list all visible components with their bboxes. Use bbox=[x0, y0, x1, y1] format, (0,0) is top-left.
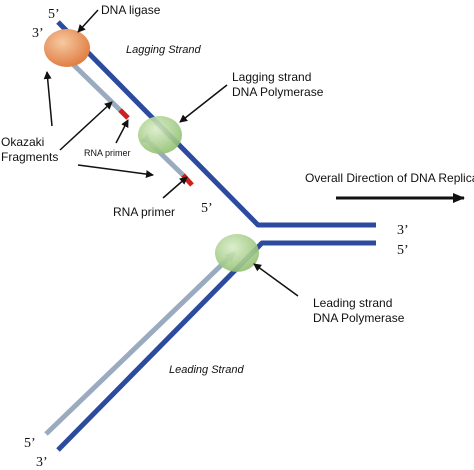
arrow-okazaki-low bbox=[77, 164, 154, 179]
leading-polymerase-enzyme bbox=[215, 234, 259, 272]
arrow-rna-primer bbox=[162, 176, 188, 199]
arrow-okazaki-up bbox=[43, 71, 53, 127]
end-label-top-left-3: 3’ bbox=[32, 26, 44, 41]
arrow-ligase bbox=[77, 9, 99, 33]
arrow-leading-polymerase bbox=[253, 263, 299, 297]
end-label-lagging-5: 5’ bbox=[201, 201, 213, 216]
arrow-okazaki-mid bbox=[59, 101, 113, 151]
arrow-rna-primer-small bbox=[115, 119, 129, 144]
label-dna-ligase: DNA ligase bbox=[101, 3, 161, 17]
end-label-top-left-5: 5’ bbox=[48, 7, 60, 22]
lagging-polymerase-enzyme bbox=[138, 116, 182, 154]
leading-new-strand bbox=[44, 251, 236, 436]
label-lagging-strand: Lagging Strand bbox=[126, 44, 201, 56]
label-lagging-polymerase-1: Lagging strand bbox=[232, 70, 311, 84]
leading-template-strand bbox=[56, 240, 376, 452]
label-leading-polymerase-2: DNA Polymerase bbox=[313, 311, 405, 325]
label-okazaki-1: Okazaki bbox=[1, 135, 44, 149]
dna-ligase-enzyme bbox=[44, 29, 90, 67]
end-label-bottom-left-3: 3’ bbox=[36, 455, 48, 470]
label-okazaki-2: Fragments bbox=[1, 150, 58, 164]
rna-primer-1 bbox=[118, 108, 130, 120]
end-label-right-3: 3’ bbox=[397, 223, 409, 238]
arrow-lagging-polymerase bbox=[179, 84, 228, 123]
lagging-template-strand bbox=[56, 20, 376, 228]
label-rna-primer: RNA primer bbox=[113, 205, 175, 219]
label-rna-primer-small: RNA primer bbox=[84, 148, 131, 158]
label-overall-direction: Overall Direction of DNA Replication bbox=[305, 171, 474, 185]
label-lagging-polymerase-2: DNA Polymerase bbox=[232, 85, 324, 99]
end-label-bottom-left-5: 5’ bbox=[24, 436, 36, 451]
label-leading-strand: Leading Strand bbox=[169, 364, 244, 376]
label-leading-polymerase-1: Leading strand bbox=[313, 296, 392, 310]
end-label-right-5: 5’ bbox=[397, 243, 409, 258]
